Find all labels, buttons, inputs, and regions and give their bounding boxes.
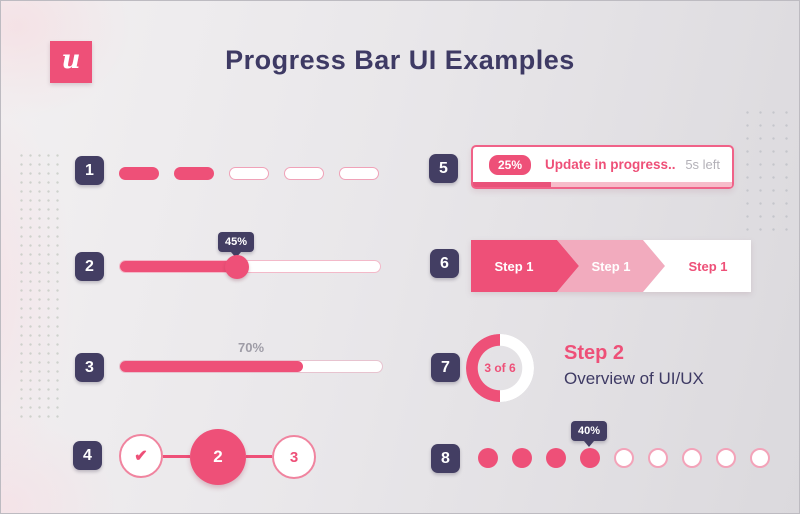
dot-grid-texture-left [17,151,63,419]
progress-segment [339,167,379,180]
progress-dot[interactable] [682,448,702,468]
example-2-number: 2 [75,252,104,281]
card-progress-track [473,182,732,187]
donut-center-label: 3 of 6 [484,361,516,375]
example-3-number: 3 [75,353,104,382]
update-message: Update in progress.. [545,157,676,172]
progress-dot[interactable] [750,448,770,468]
step-title: Step 2 [564,342,625,364]
progress-segment [119,167,159,180]
percent-badge: 25% [489,154,532,175]
time-remaining: 5s left [685,157,720,172]
step-done[interactable]: ✔ [119,434,163,478]
step-upcoming[interactable]: 3 [272,435,316,479]
example-4-number: 4 [73,441,102,470]
progress-dot[interactable] [512,448,532,468]
donut-progress: 3 of 6 [466,334,534,402]
check-icon: ✔ [134,448,148,465]
update-progress-card: 25% Update in progress.. 5s left [471,145,734,189]
step-number: 3 [289,448,299,466]
example-1-number: 1 [75,156,104,185]
card-progress-fill [473,182,551,187]
step-text-block: Step 2 Overview of UI/UX [564,342,704,389]
step-current[interactable]: 2 [190,429,246,485]
progress-bar: 70% [119,340,383,373]
example-8-number: 8 [431,444,460,473]
progress-segment [284,167,324,180]
step-connector [246,455,272,458]
brand-logo: u [50,41,92,83]
slider-thumb[interactable] [225,254,249,279]
progress-segment [229,167,269,180]
page-title: Progress Bar UI Examples [225,45,575,75]
step-indicator: ✔ 2 3 [119,428,316,486]
progress-dot[interactable] [648,448,668,468]
donut-ring [466,334,534,402]
segmented-progress [119,167,379,180]
progress-dot[interactable] [580,448,600,468]
example-6-number: 6 [430,249,459,278]
chevron-steps: Step 1 Step 1 Step 1 [471,240,751,292]
dots-value-tooltip: 40% [571,421,608,441]
chevron-step-1[interactable]: Step 1 [471,240,579,292]
slider-fill: 45% [120,232,254,279]
progress-percent-label: 70% [237,340,265,355]
example-5-number: 5 [429,154,458,183]
progress-dot[interactable] [478,448,498,468]
slider-value-tooltip: 45% [217,232,254,252]
progress-dot[interactable] [614,448,634,468]
progress-bar-fill [120,361,304,372]
progress-dot[interactable] [716,448,736,468]
step-subtitle: Overview of UI/UX [564,369,704,388]
progress-segment [174,167,214,180]
slider-track[interactable]: 45% [119,232,381,279]
dot-grid-texture-right [741,106,793,236]
step-connector [163,455,190,458]
example-7-number: 7 [431,353,460,382]
progress-dot[interactable] [546,448,566,468]
brand-letter: u [61,45,81,75]
dot-progress: 40% [478,421,770,468]
step-number: 2 [213,447,223,466]
